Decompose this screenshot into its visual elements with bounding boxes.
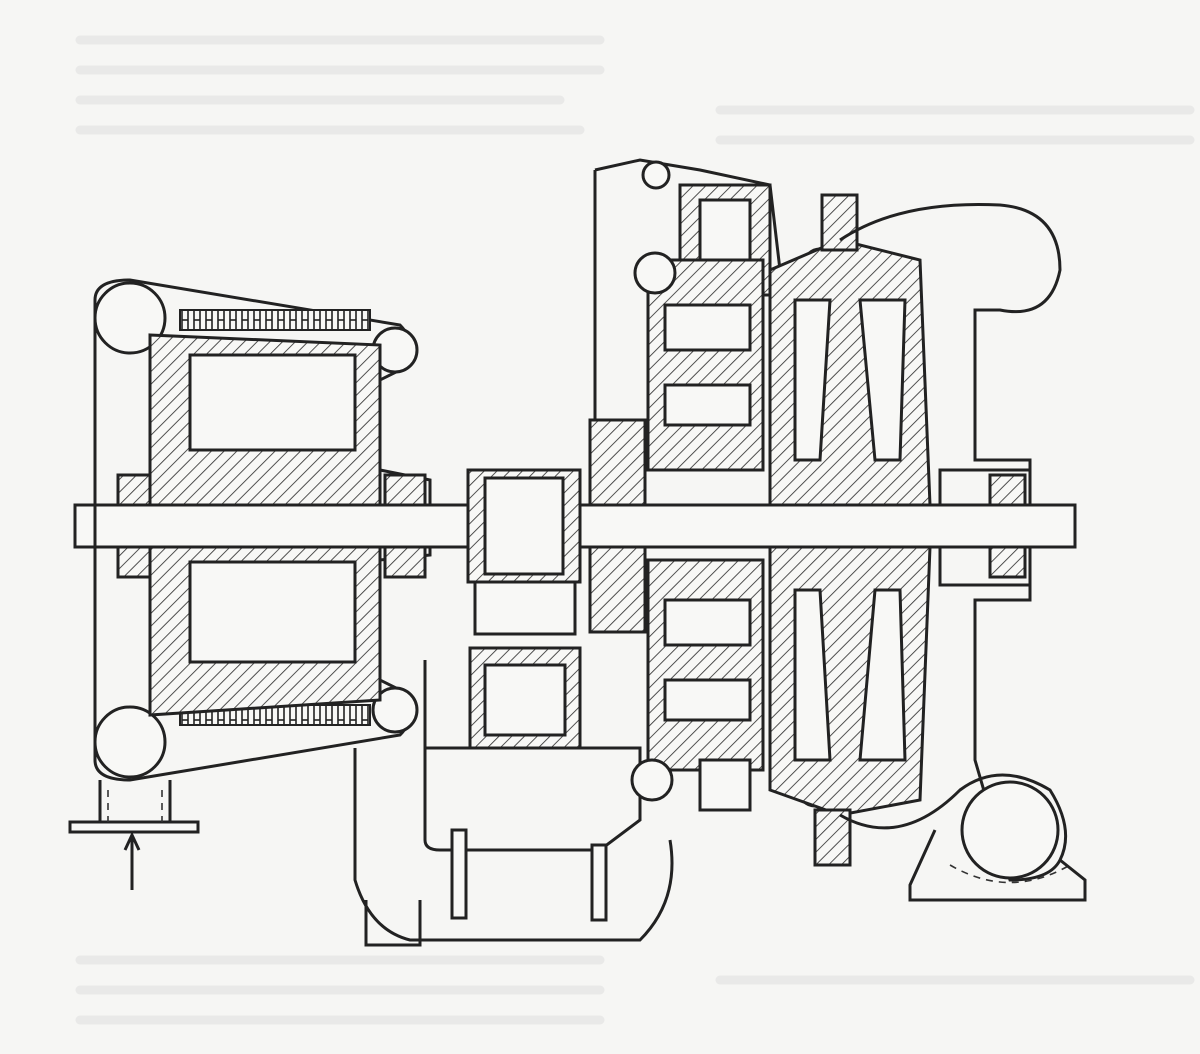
turbine-section <box>68 278 432 890</box>
compressor-section <box>768 193 1087 902</box>
inlet-arrow <box>123 831 141 890</box>
valve-wheel <box>641 160 671 190</box>
turbine-blades-top <box>179 309 371 331</box>
seal-left-bottom <box>116 545 152 579</box>
turbine-volute-top <box>93 281 167 355</box>
bleed-through-text <box>75 35 1195 1025</box>
pipe-flange-left <box>450 828 468 920</box>
engine-section <box>588 158 838 812</box>
coupling-section <box>353 468 674 947</box>
seal-left-top <box>116 473 152 507</box>
pipe-flange-right <box>590 843 608 922</box>
turbine-volute-bottom <box>93 705 167 779</box>
inlet-flange <box>68 820 200 834</box>
compressor-volute <box>960 780 1060 880</box>
